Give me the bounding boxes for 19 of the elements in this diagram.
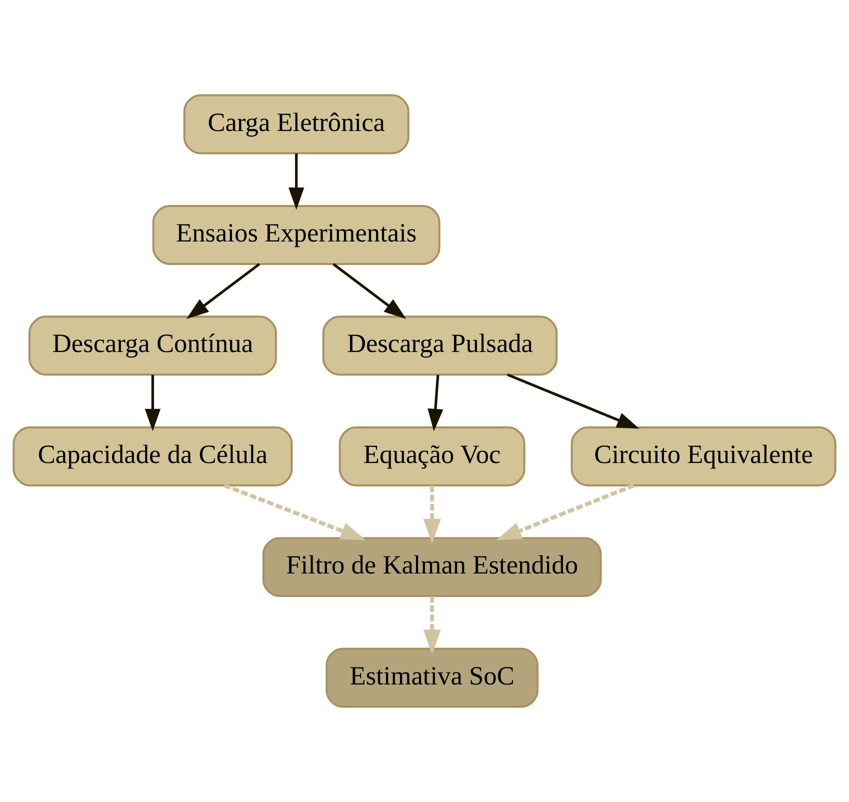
node-box: Descarga Contínua — [28, 316, 277, 376]
arrow — [144, 374, 161, 432]
arrow — [186, 263, 260, 319]
arrow — [507, 373, 640, 429]
node-box: Capacidade da Célula — [12, 426, 293, 486]
arrow — [332, 263, 406, 319]
node-box: Ensaios Experimentais — [152, 204, 440, 265]
arrow — [423, 596, 441, 655]
node-box: Equação Voc — [338, 426, 526, 486]
node-box: Carga Eletrônica — [183, 94, 410, 154]
arrow — [496, 484, 635, 540]
node-box: Descarga Pulsada — [322, 316, 558, 376]
node-box: Circuito Equivalente — [570, 426, 836, 486]
arrow — [423, 486, 441, 544]
arrow — [224, 484, 366, 540]
node-box: Estimativa SoC — [326, 648, 538, 708]
arrow — [288, 153, 304, 210]
node-box: Filtro de Kalman Estendido — [262, 537, 602, 598]
arrow — [428, 374, 444, 432]
